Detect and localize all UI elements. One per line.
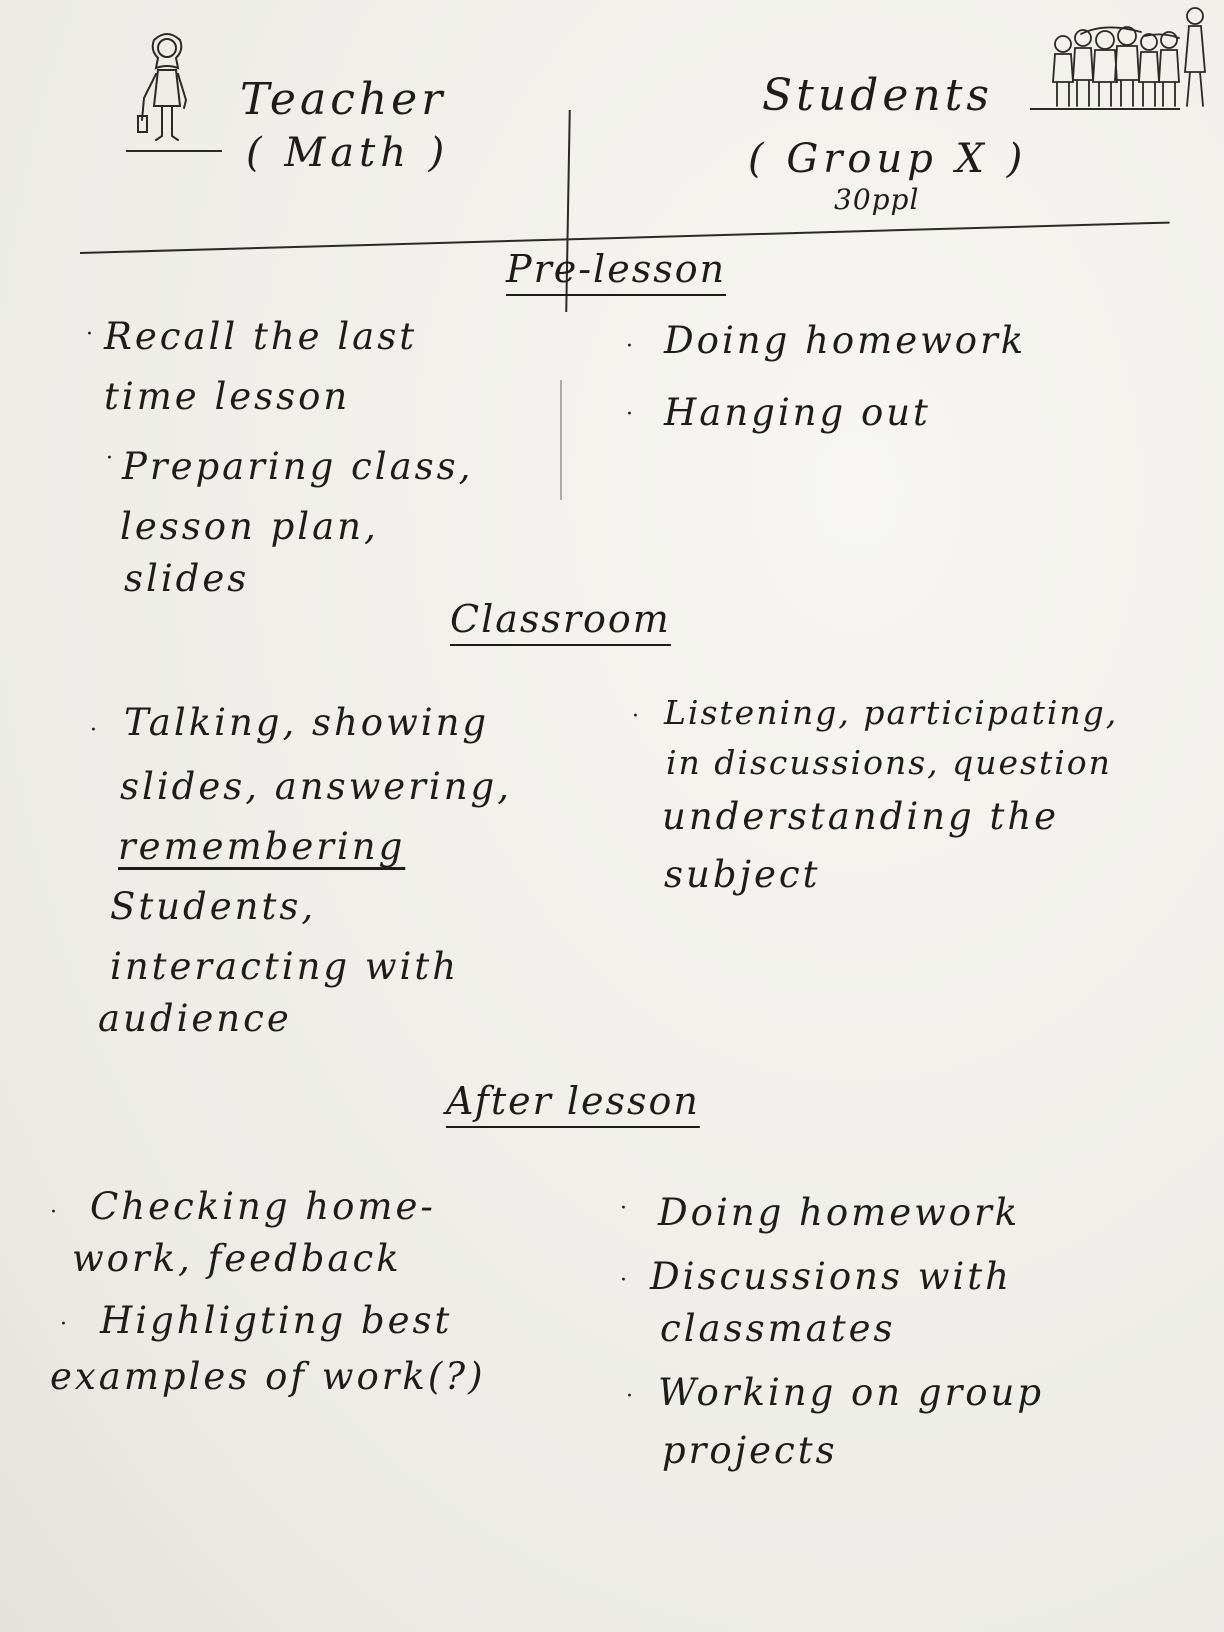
pre-lesson-teacher-item-1-line-1: Recall the last [104, 315, 418, 358]
after-lesson-students-item-3-line-1: Working on group [658, 1371, 1045, 1414]
after-lesson-students-item-3-line-2: projects [662, 1429, 838, 1472]
pre-lesson-teacher-item-2-line-3: slides [124, 557, 250, 600]
classroom-students-line-1: Listening, participating, [664, 693, 1119, 732]
people-group-icon [1052, 7, 1206, 107]
students-group: ( Group X ) [748, 136, 1028, 182]
bullet: · [632, 704, 639, 729]
column-divider-ticks [560, 380, 562, 500]
bullet: · [50, 1200, 57, 1225]
bullet: · [90, 718, 97, 743]
teacher-ground-line [126, 150, 222, 152]
bullet: · [626, 402, 633, 427]
classroom-teacher-line-5: interacting with [110, 945, 460, 988]
section-heading-classroom: Classroom [450, 597, 671, 641]
students-ground-line [1030, 108, 1180, 110]
after-lesson-teacher-item-2-line-2: examples of work(?) [50, 1355, 486, 1398]
person-icon [137, 33, 188, 141]
pre-lesson-students-item-1: Doing homework [664, 319, 1027, 362]
bullet: · [626, 334, 633, 359]
classroom-teacher-line-2: slides, answering, [120, 765, 512, 808]
classroom-teacher-line-1: Talking, showing [124, 701, 490, 744]
classroom-students-line-3: understanding the [662, 795, 1060, 838]
after-lesson-students-item-2-line-2: classmates [660, 1307, 896, 1350]
section-heading-pre-lesson: Pre-lesson [506, 247, 727, 291]
after-lesson-teacher-item-1-line-2: work, feedback [72, 1237, 402, 1280]
classroom-students-line-4: subject [664, 853, 821, 896]
pre-lesson-teacher-item-2-line-1: Preparing class, [122, 445, 474, 488]
classroom-teacher-line-6: audience [98, 997, 292, 1040]
bullet: · [620, 1196, 627, 1221]
students-count: 30ppl [834, 183, 920, 216]
teacher-subject: ( Math ) [246, 130, 450, 176]
teacher-title: Teacher [240, 74, 447, 125]
after-lesson-teacher-item-1-line-1: Checking home- [90, 1185, 436, 1228]
bullet: · [620, 1268, 627, 1293]
classroom-teacher-line-4: Students, [110, 885, 317, 928]
pre-lesson-teacher-item-2-line-2: lesson plan, [120, 505, 379, 548]
pre-lesson-teacher-item-1-line-2: time lesson [104, 375, 351, 418]
bullet: · [86, 322, 93, 347]
bullet: · [626, 1384, 633, 1409]
classroom-students-line-2: in discussions, question [666, 743, 1112, 782]
bullet: · [106, 446, 113, 471]
after-lesson-teacher-item-2-line-1: Highligting best [100, 1299, 453, 1342]
after-lesson-students-item-2-line-1: Discussions with [650, 1255, 1012, 1298]
after-lesson-students-item-1: Doing homework [658, 1191, 1021, 1234]
pre-lesson-students-item-2: Hanging out [664, 391, 931, 434]
section-heading-after-lesson: After lesson [446, 1079, 700, 1123]
bullet: · [60, 1312, 67, 1337]
students-title: Students [762, 70, 993, 121]
classroom-teacher-line-3: remembering [118, 825, 406, 868]
